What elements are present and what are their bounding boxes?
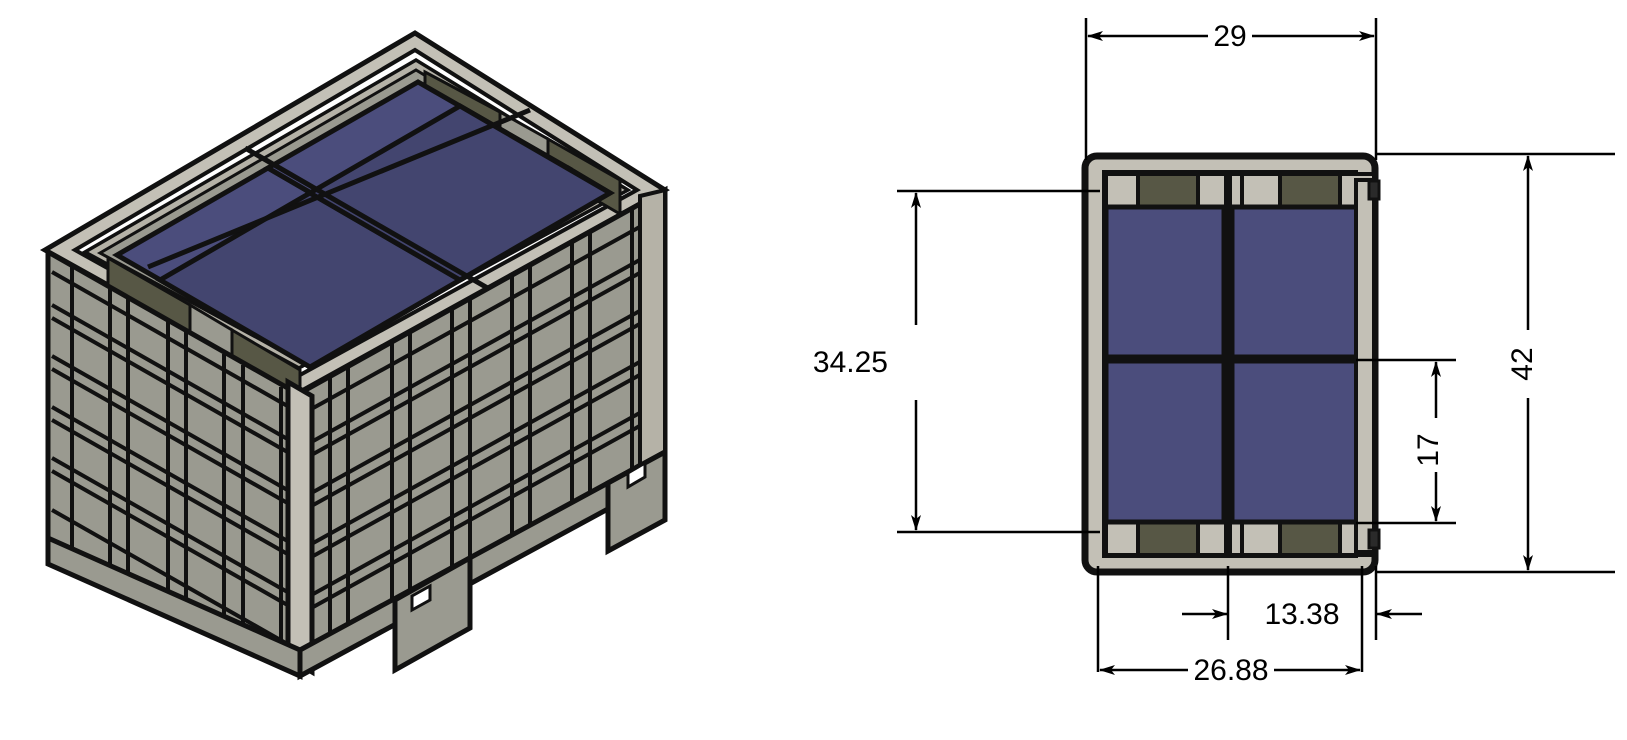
iso-corner-post [285, 377, 315, 677]
dimension-base-width: 26.88 [1096, 566, 1364, 687]
dimension-panel-offset: 13.38 [1182, 566, 1422, 640]
dimension-overall-height: 42 [1376, 152, 1615, 574]
dimension-interior-height: 34.25 [813, 189, 1100, 534]
front-top-block-row [1104, 172, 1376, 209]
front-hinge-tab-bottom [1367, 528, 1381, 550]
iso-left-wall [45, 247, 303, 660]
dimension-lower-panel-height: 17 [1356, 358, 1456, 525]
dimension-label-42: 42 [1506, 347, 1539, 380]
dimension-label-29: 29 [1213, 20, 1246, 53]
front-panel-bottom-right [1229, 358, 1377, 525]
front-bottom-block-row [1104, 520, 1376, 557]
dimension-overall-width: 29 [1084, 18, 1378, 160]
iso-pallet-base [45, 447, 668, 681]
front-hinge-strip [1354, 178, 1381, 554]
front-view [1081, 152, 1381, 576]
front-panel-bottom-left [1103, 358, 1227, 525]
dimension-label-2688: 26.88 [1193, 654, 1268, 687]
dimension-label-17: 17 [1412, 433, 1445, 466]
front-hinge-tab-top [1367, 179, 1381, 201]
isometric-view [39, 30, 670, 681]
dimension-label-3425: 34.25 [813, 346, 888, 379]
dimension-label-1338: 13.38 [1264, 598, 1339, 631]
front-panel-top-right [1229, 204, 1377, 360]
front-door-panels [1103, 204, 1377, 525]
front-panel-top-left [1103, 204, 1227, 360]
iso-rear-post [638, 187, 667, 474]
front-panel-seams [1106, 174, 1374, 556]
